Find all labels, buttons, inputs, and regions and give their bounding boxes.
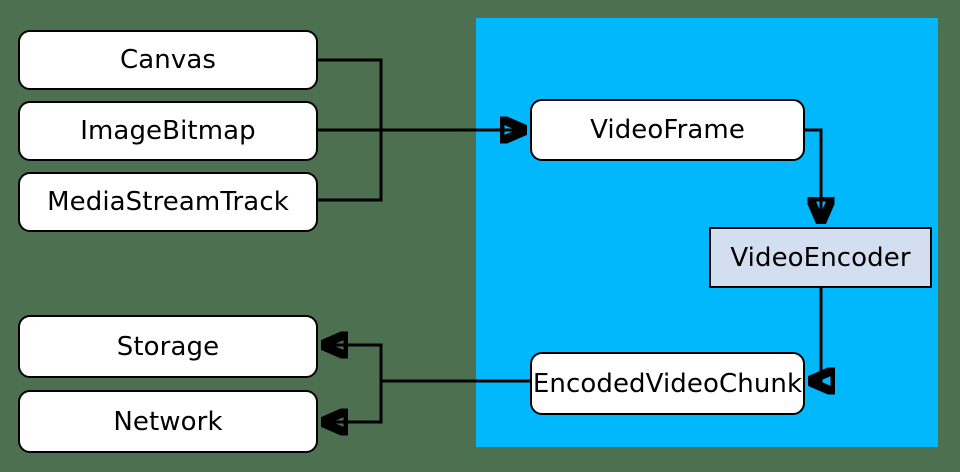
edge-canvas-to-videoframe xyxy=(318,58,383,130)
node-storage[interactable]: Storage xyxy=(18,315,318,378)
node-canvas-label: Canvas xyxy=(119,45,217,75)
node-videoencoder-label: VideoEncoder xyxy=(730,242,911,273)
node-network-label: Network xyxy=(113,406,223,437)
node-videoframe-label: VideoFrame xyxy=(590,115,745,145)
node-videoencoder[interactable]: VideoEncoder xyxy=(709,227,932,288)
node-storage-label: Storage xyxy=(116,331,220,362)
edge-chunk-to-network xyxy=(324,381,383,422)
node-encodedvideochunk-label: EncodedVideoChunk xyxy=(532,368,803,399)
node-videoframe[interactable]: VideoFrame xyxy=(530,99,805,161)
node-imagebitmap[interactable]: ImageBitmap xyxy=(18,101,318,161)
node-network[interactable]: Network xyxy=(18,390,318,453)
node-mediastreamtrack[interactable]: MediaStreamTrack xyxy=(18,172,318,232)
edge-videoencoder-to-chunk xyxy=(811,288,821,381)
edge-chunk-to-storage xyxy=(324,345,383,381)
node-encodedvideochunk[interactable]: EncodedVideoChunk xyxy=(530,352,805,415)
edge-videoframe-to-videoencoder xyxy=(805,128,821,221)
edge-mediastreamtrack-to-videoframe xyxy=(318,130,383,202)
node-mediastreamtrack-label: MediaStreamTrack xyxy=(47,187,289,217)
node-imagebitmap-label: ImageBitmap xyxy=(80,116,256,146)
node-canvas[interactable]: Canvas xyxy=(18,30,318,90)
